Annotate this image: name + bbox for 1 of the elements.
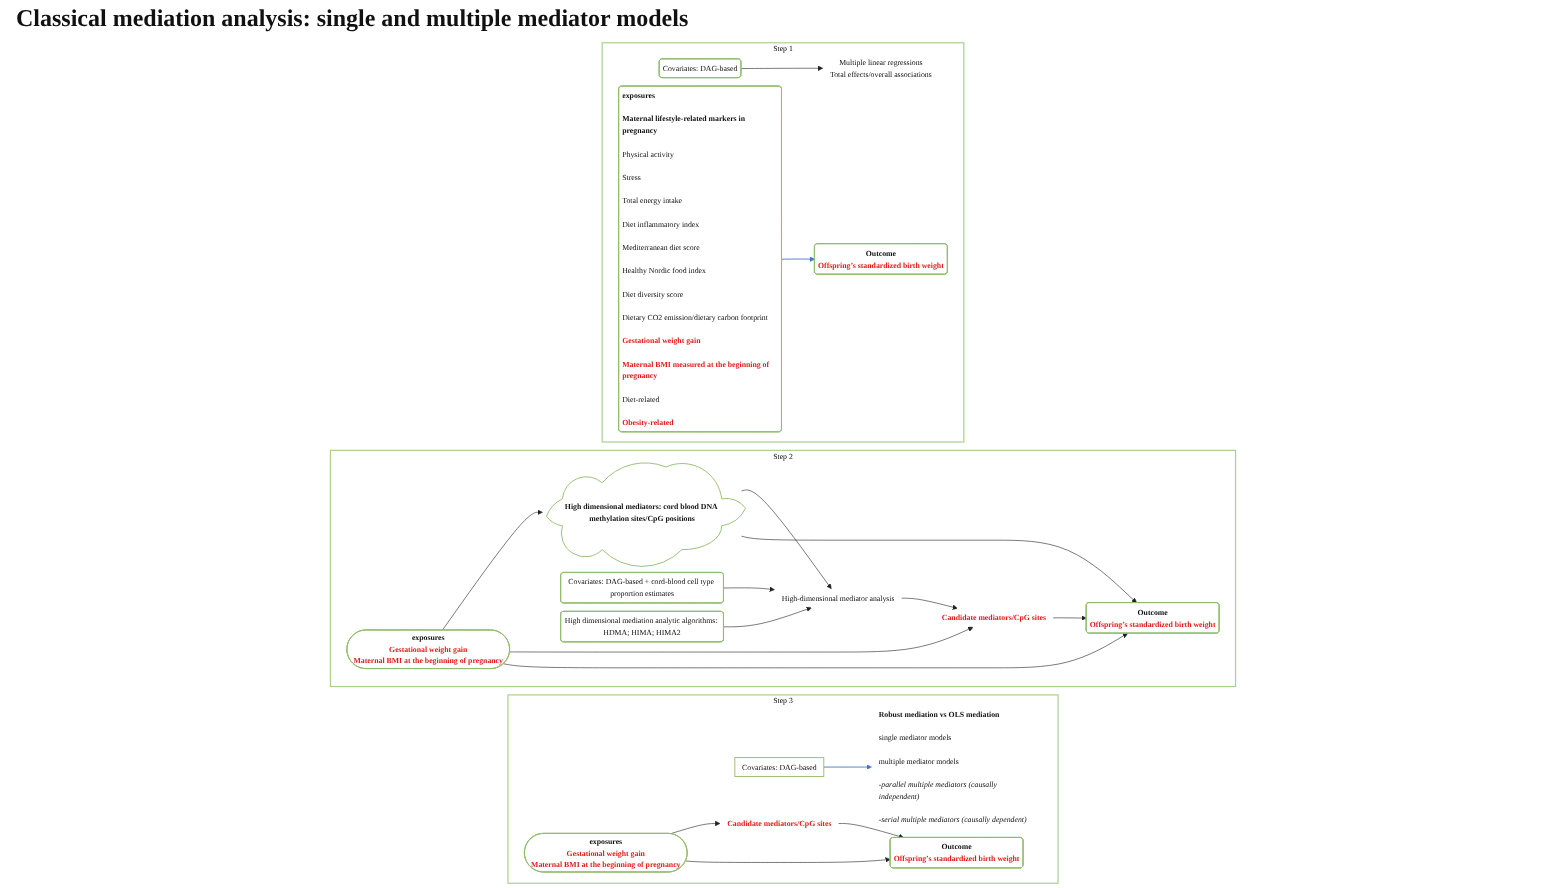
note-text: Classical mediation analysis: single and multiple mediator models <box>16 4 691 34</box>
